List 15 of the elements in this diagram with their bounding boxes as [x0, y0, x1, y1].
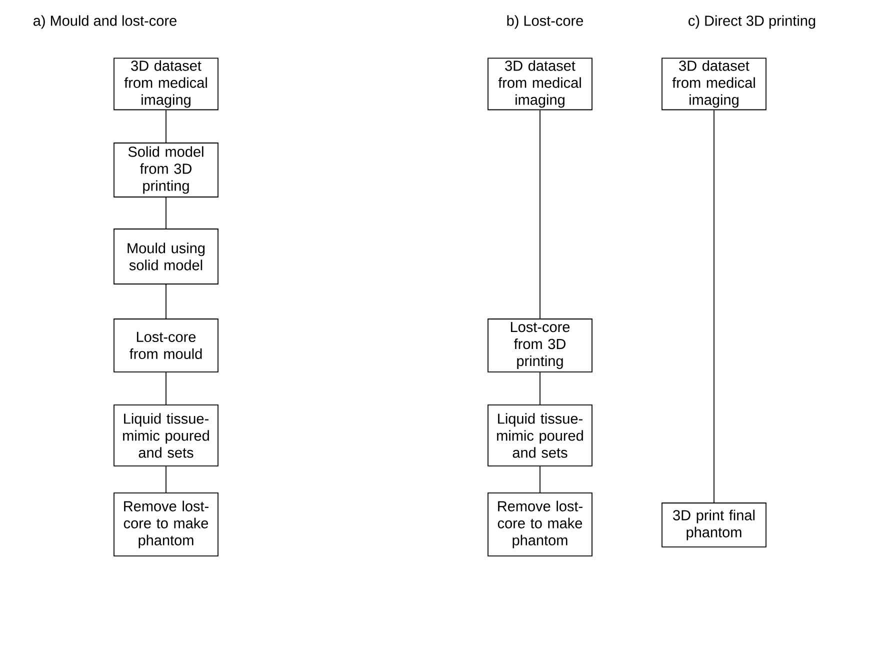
- process-box: Solid model from 3D printing: [114, 142, 218, 198]
- process-box: 3D print final phantom: [662, 502, 766, 548]
- process-box: Liquid tissue-mimic poured and sets: [114, 404, 218, 466]
- column-heading: b) Lost-core: [507, 15, 584, 29]
- process-box: Remove lost-core to make phantom: [488, 492, 592, 556]
- process-box: Mould using solid model: [114, 228, 218, 284]
- process-box: 3D dataset from medical imaging: [662, 58, 766, 110]
- process-box: Remove lost-core to make phantom: [114, 492, 218, 556]
- process-box: Lost-core from mould: [114, 318, 218, 372]
- column-heading: c) Direct 3D printing: [688, 15, 816, 29]
- process-box: Liquid tissue-mimic poured and sets: [488, 404, 592, 466]
- process-box: 3D dataset from medical imaging: [114, 58, 218, 110]
- column-heading: a) Mould and lost-core: [34, 15, 176, 29]
- process-box: Lost-core from 3D printing: [488, 318, 592, 372]
- process-box: 3D dataset from medical imaging: [488, 58, 592, 110]
